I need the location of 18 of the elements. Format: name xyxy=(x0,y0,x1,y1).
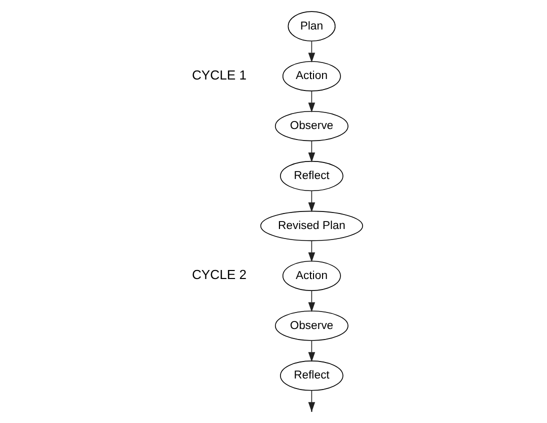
label: CYCLE 1 xyxy=(191,67,246,82)
label: CYCLE 2 xyxy=(191,266,246,282)
arrow xyxy=(308,90,315,112)
arrow xyxy=(308,190,315,212)
arrow xyxy=(308,290,315,312)
arrow xyxy=(308,240,315,262)
node-ellipse: Observe xyxy=(274,110,348,142)
arrow xyxy=(308,40,315,63)
node-ellipse: Action xyxy=(282,61,340,92)
node-ellipse: Observe xyxy=(274,310,348,341)
arrow xyxy=(308,340,315,362)
node-ellipse: Reflect xyxy=(280,160,343,192)
node-ellipse: Reflect xyxy=(280,360,343,391)
node-ellipse: Action xyxy=(282,260,340,291)
node-ellipse: Plan xyxy=(287,11,336,42)
arrow xyxy=(308,390,315,412)
arrow xyxy=(308,140,315,162)
node-ellipse: Revised Plan xyxy=(260,210,363,242)
